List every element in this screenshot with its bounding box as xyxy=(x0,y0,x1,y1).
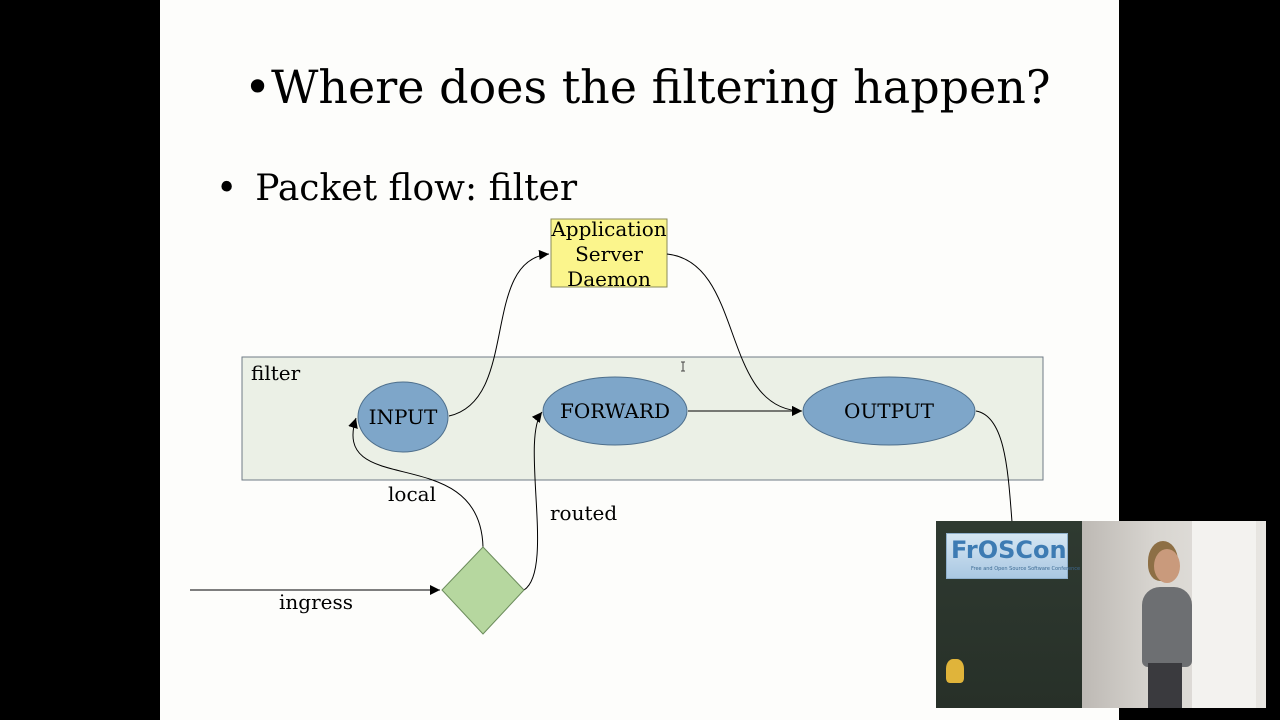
edge-local-to-input xyxy=(348,417,484,548)
routing-decision-node xyxy=(441,546,525,635)
forward-node xyxy=(542,376,688,446)
edge-label-local: local xyxy=(388,482,436,506)
forward-node-label: FORWARD xyxy=(560,399,670,423)
app-box-line-1: Application xyxy=(550,217,666,241)
conference-logo-subtitle: Free and Open Source Software Conference xyxy=(971,566,1081,572)
app-box-line-2: Server xyxy=(575,242,643,266)
text-cursor-icon xyxy=(681,361,685,372)
filter-group-label: filter xyxy=(251,361,301,385)
application-server-daemon-box xyxy=(550,218,668,288)
edge-application-to-output xyxy=(666,253,803,416)
edge-label-ingress: ingress xyxy=(279,590,353,614)
speaker-legs xyxy=(1148,663,1182,708)
conference-logo: FrOSCon Free and Open Source Software Co… xyxy=(946,533,1080,579)
bullet-item: • Packet flow: filter xyxy=(216,168,577,209)
output-node-label: OUTPUT xyxy=(844,399,935,423)
output-node xyxy=(802,376,976,446)
bullet-marker: • xyxy=(216,168,238,209)
edge-output-egress xyxy=(975,410,1013,523)
door xyxy=(1192,521,1256,708)
input-node-label: INPUT xyxy=(369,405,438,429)
speaker-webcam-inset: FrOSCon Free and Open Source Software Co… xyxy=(936,521,1266,708)
speaker-head xyxy=(1154,549,1180,583)
edge-routed-to-forward xyxy=(523,411,543,591)
conference-logo-text: FrOSCon xyxy=(951,536,1067,564)
lucky-cat-figurine xyxy=(946,659,964,683)
slide-title: •Where does the filtering happen? xyxy=(244,60,1051,114)
edge-label-routed: routed xyxy=(550,501,617,525)
input-node xyxy=(357,381,449,453)
app-box-line-3: Daemon xyxy=(567,267,651,291)
bullet-text: Packet flow: filter xyxy=(255,168,578,209)
edge-input-to-application xyxy=(448,249,550,417)
speaker-body xyxy=(1142,587,1192,667)
